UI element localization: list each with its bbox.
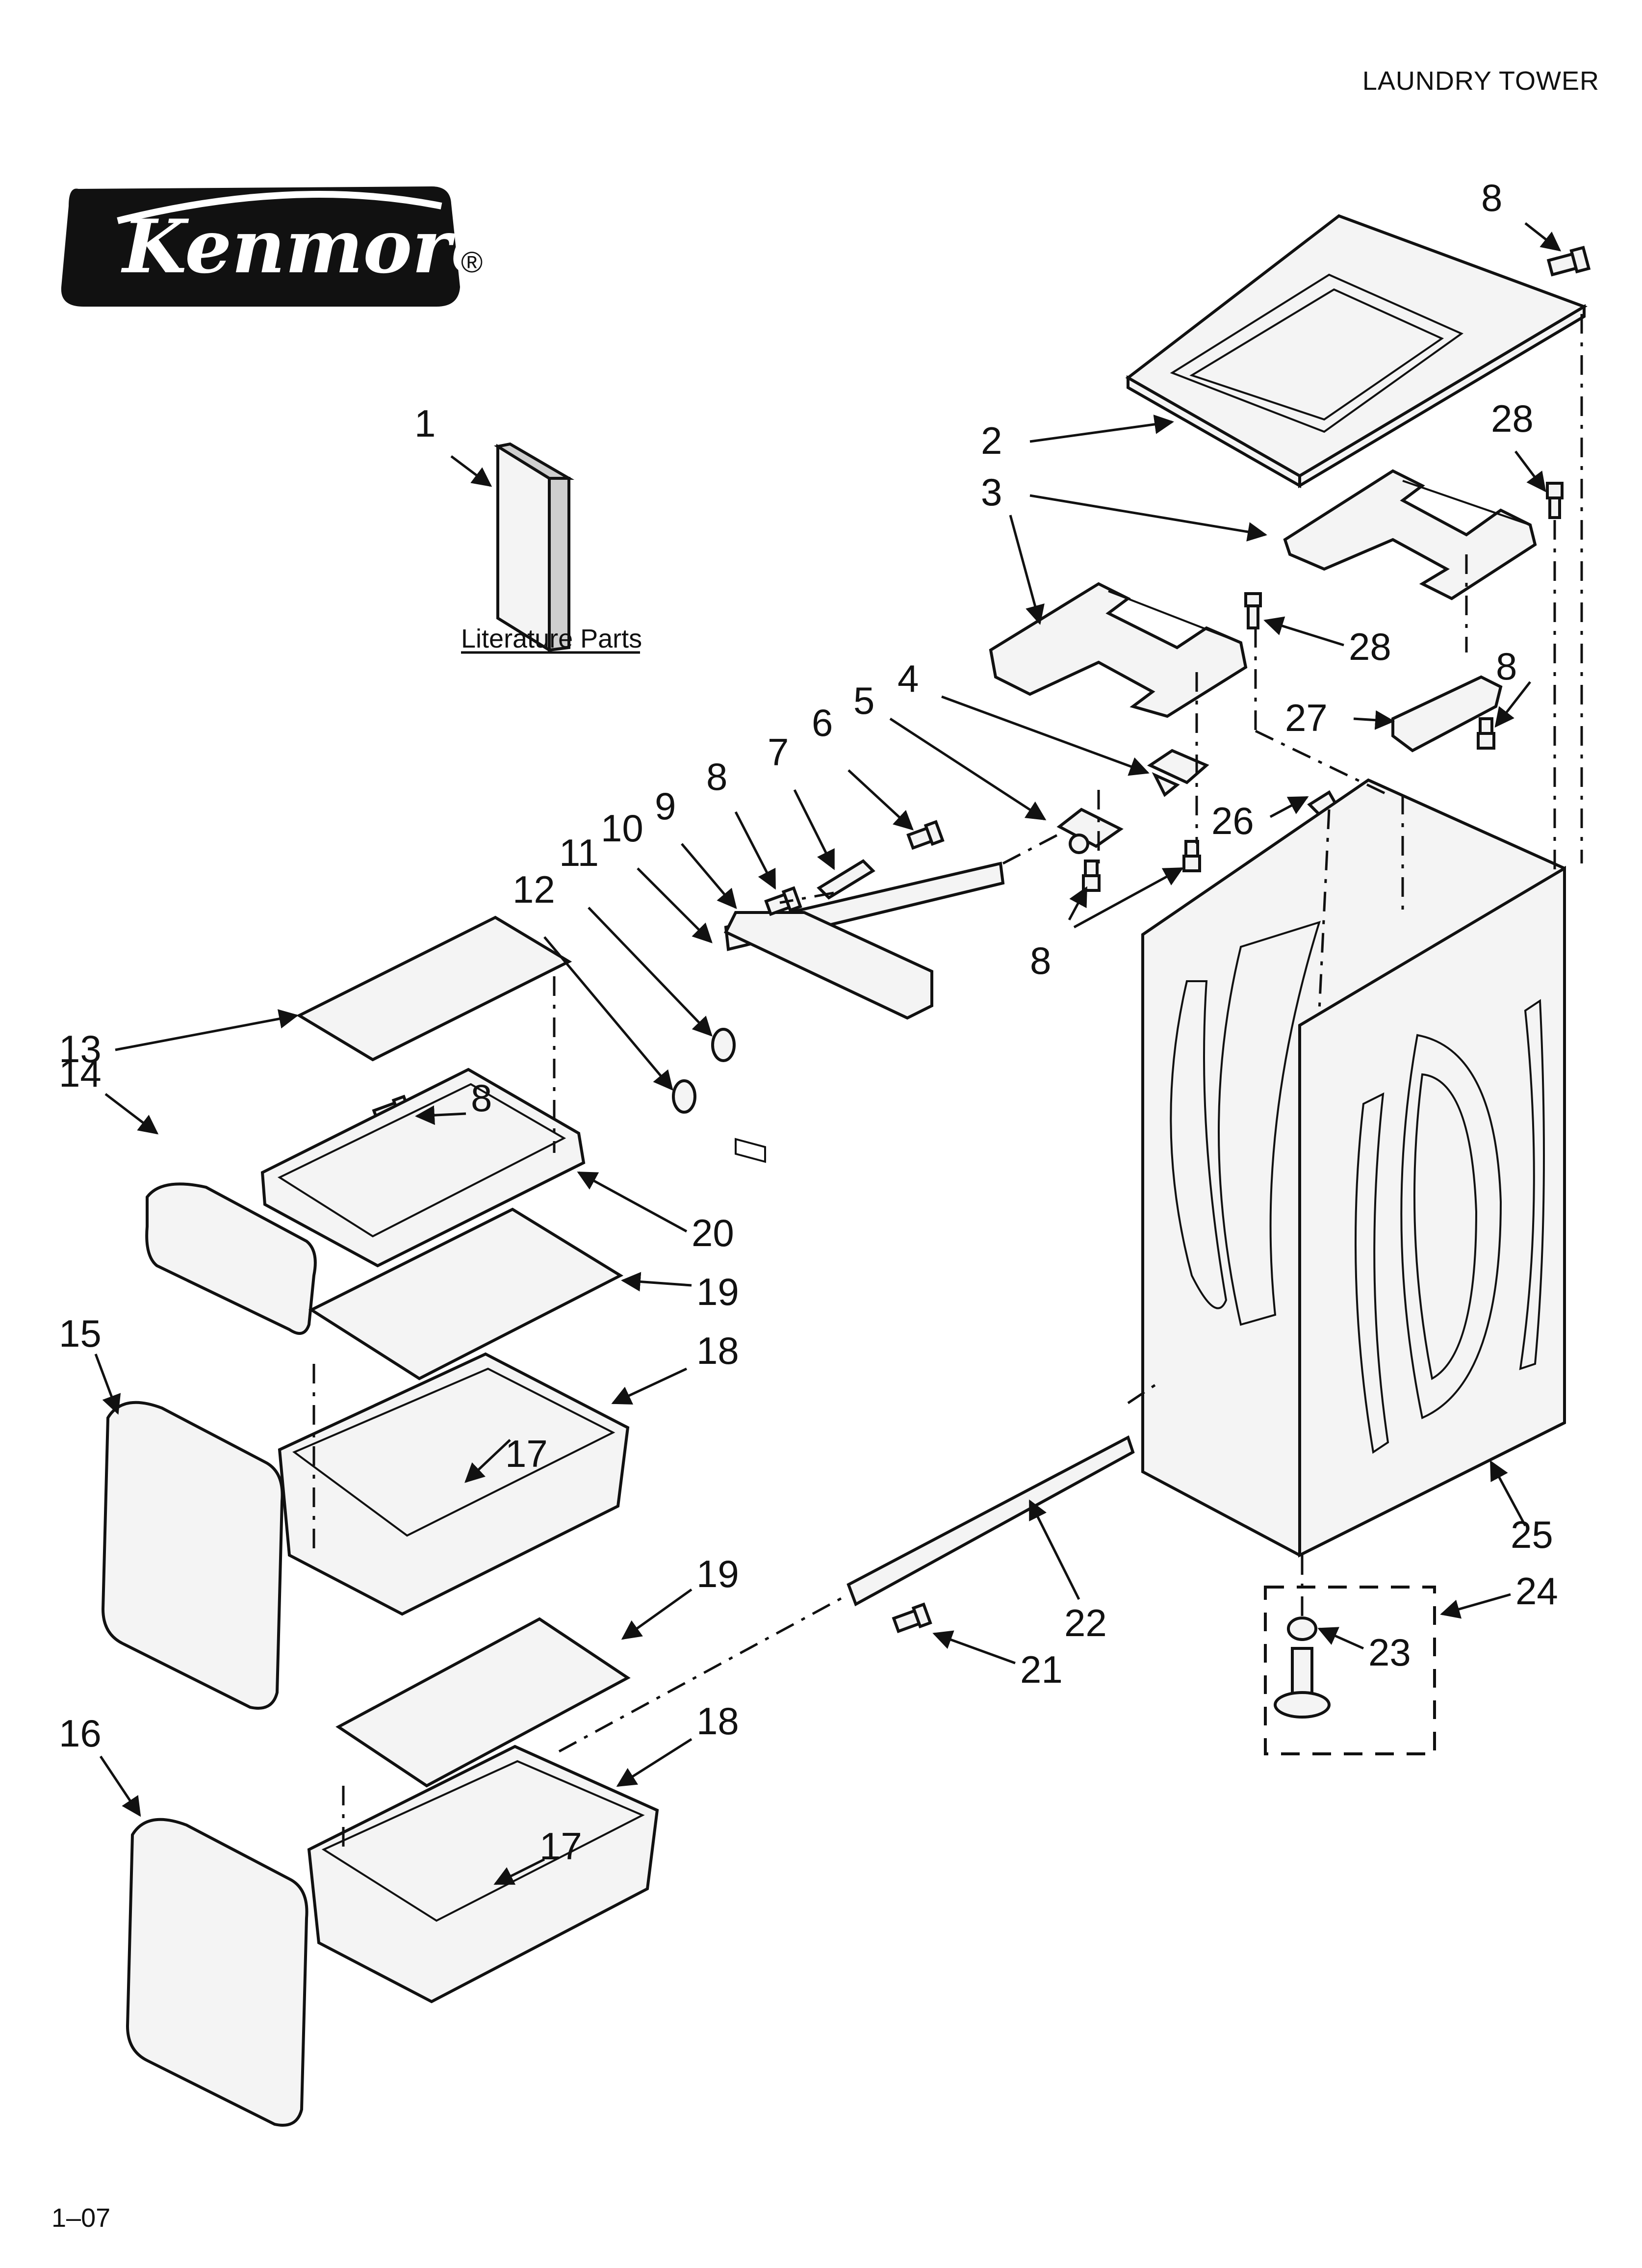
callout-label: 23 xyxy=(1368,1631,1411,1674)
callout-label: 5 xyxy=(853,679,874,722)
callout-label: 18 xyxy=(696,1329,739,1372)
callout-label: 2 xyxy=(981,419,1002,462)
callout-label: 22 xyxy=(1064,1601,1107,1644)
callout-label: 3 xyxy=(981,470,1002,514)
callout-label: 4 xyxy=(898,657,919,700)
callout-labels: 1 2 3 3 4 5 6 7 8 8 8 8 8 8 9 10 11 12 1… xyxy=(59,176,1558,1868)
small-bracket xyxy=(817,859,875,900)
logo-text: Kenmore xyxy=(121,204,498,290)
page-title: LAUNDRY TOWER xyxy=(1362,66,1599,96)
top-bracket-left xyxy=(989,582,1248,718)
callout-label: 20 xyxy=(692,1211,734,1254)
callout-label: 11 xyxy=(559,831,599,874)
callout-label: 13 xyxy=(59,1027,102,1070)
callout-label: 26 xyxy=(1211,799,1254,842)
callout-label: 27 xyxy=(1285,696,1328,739)
literature-booklet xyxy=(493,442,575,653)
callout-label: 17 xyxy=(505,1432,548,1475)
upper-drawer-front xyxy=(145,1182,317,1335)
leveling-leg-box xyxy=(1264,1586,1436,1755)
callout-label: 8 xyxy=(706,755,727,798)
lower-drawer-mat xyxy=(335,1617,631,1788)
callout-label: 28 xyxy=(1349,625,1391,668)
callout-label: 21 xyxy=(1020,1648,1063,1691)
callout-label: 8 xyxy=(1496,645,1517,688)
callout-label: 19 xyxy=(696,1270,739,1313)
hinge-plate xyxy=(1147,749,1209,797)
callout-label: 15 xyxy=(59,1312,102,1355)
kenmore-logo: Kenmore ® xyxy=(61,186,498,307)
registered-mark: ® xyxy=(461,246,483,279)
middle-drawer-mat xyxy=(308,1207,624,1381)
handle-bar xyxy=(723,861,1005,1163)
callout-label: 12 xyxy=(513,868,555,911)
middle-drawer-bin xyxy=(278,1352,630,1616)
upper-drawer-mat xyxy=(296,915,572,1062)
page-code: 1–07 xyxy=(51,2203,111,2233)
callout-label: 8 xyxy=(471,1076,492,1120)
tower-cabinet xyxy=(1141,778,1566,1558)
callout-label: 9 xyxy=(655,784,676,828)
top-panel xyxy=(1125,214,1588,489)
callout-label: 6 xyxy=(812,701,833,744)
callout-label: 8 xyxy=(1030,939,1051,982)
callout-label: 18 xyxy=(696,1699,739,1743)
callout-label: 10 xyxy=(601,807,643,850)
callout-label: 8 xyxy=(1481,176,1502,219)
handle-end-cap xyxy=(672,1028,736,1114)
lower-drawer-bin xyxy=(307,1745,659,2004)
callout-label: 28 xyxy=(1491,397,1534,440)
leveling-leg xyxy=(1274,1616,1331,1719)
drawer-rail xyxy=(847,1435,1135,1607)
middle-drawer-front xyxy=(101,1401,284,1710)
upper-drawer-tray xyxy=(260,1068,586,1268)
callout-label: 17 xyxy=(539,1825,582,1868)
literature-label: Literature Parts xyxy=(461,624,642,653)
leader-arrows xyxy=(94,222,1562,1885)
alignment-lines xyxy=(312,314,1583,1854)
callout-label: 19 xyxy=(696,1552,739,1595)
hinge-bracket xyxy=(1056,808,1124,854)
callout-label: 25 xyxy=(1511,1513,1553,1556)
lower-drawer-front xyxy=(126,1818,308,2127)
callout-label: 3 xyxy=(981,470,1002,514)
top-bracket-right xyxy=(1283,469,1537,600)
callout-label: 1 xyxy=(414,402,436,445)
callout-label: 14 xyxy=(59,1052,102,1095)
callout-label: 16 xyxy=(59,1712,102,1755)
callout-label: 8 xyxy=(1030,939,1051,982)
callout-label: 24 xyxy=(1515,1569,1558,1613)
callout-label: 7 xyxy=(768,730,789,774)
